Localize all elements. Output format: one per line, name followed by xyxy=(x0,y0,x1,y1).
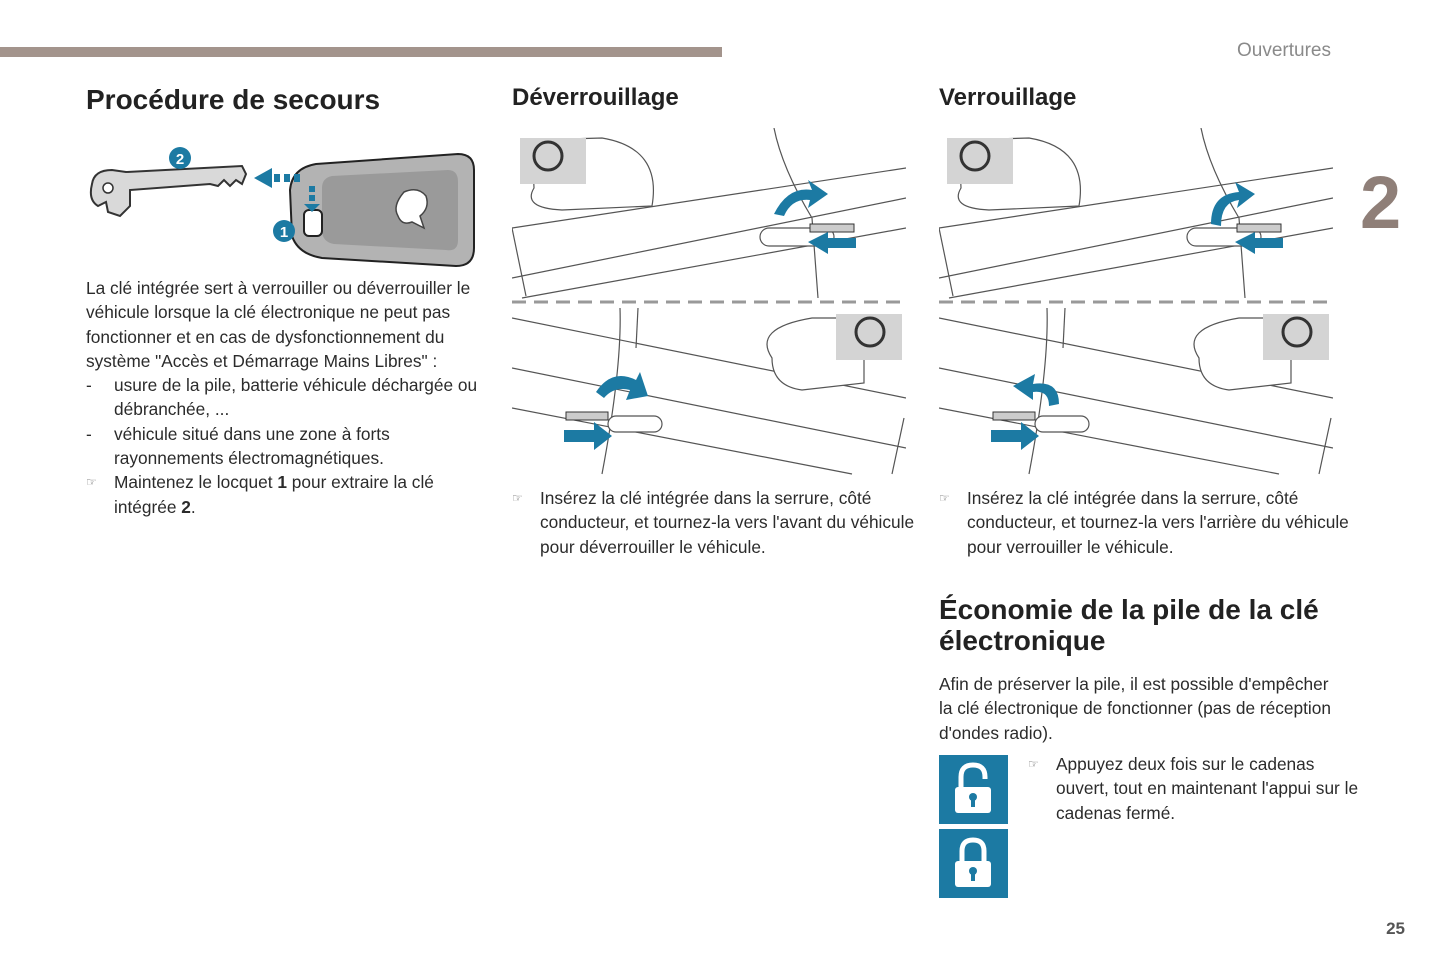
hand-pointer-icon: ☞ xyxy=(512,491,523,505)
bullet-text: usure de la pile, batterie véhicule déch… xyxy=(114,375,478,420)
badge-1: 1 xyxy=(280,224,288,241)
lock-door-illustration xyxy=(939,128,1333,475)
lock-instruction: ☞ Insérez la clé intégrée dans la serrur… xyxy=(939,486,1361,559)
page-number: 25 xyxy=(1386,919,1405,938)
section-name: Ouvertures xyxy=(1237,40,1331,61)
unlock-step-text: Insérez la clé intégrée dans la serrure,… xyxy=(540,488,915,557)
battery-saving-title: Économie de la pile de la clé électroniq… xyxy=(939,594,1319,656)
procedure-body: La clé intégrée sert à verrouiller ou dé… xyxy=(86,276,486,519)
battery-saving-intro: Afin de préserver la pile, il est possib… xyxy=(939,674,1331,743)
instruction-step: ☞ Maintenez le locquet 1 pour extraire l… xyxy=(86,470,486,519)
unlock-title: Déverrouillage xyxy=(512,84,679,111)
list-item: - usure de la pile, batterie véhicule dé… xyxy=(86,373,486,422)
step-ref-1: 1 xyxy=(277,472,287,493)
bullet-text: véhicule situé dans une zone à forts ray… xyxy=(114,423,390,469)
procedure-title: Procédure de secours xyxy=(86,84,381,115)
top-rule xyxy=(0,47,722,57)
step-text: . xyxy=(190,496,196,517)
dash-marker: - xyxy=(86,423,92,444)
unlock-door-illustration xyxy=(512,128,906,475)
step-text: Maintenez le locquet xyxy=(114,472,278,493)
step-text: pour extraire la clé intégrée xyxy=(114,472,434,517)
lock-title: Verrouillage xyxy=(939,84,1077,111)
hand-pointer-icon: ☞ xyxy=(1028,757,1039,771)
chapter-number: 2 xyxy=(1360,161,1402,244)
dash-marker: - xyxy=(86,375,92,396)
key-fob-illustration: 2 1 xyxy=(89,147,475,268)
padlock-open-icon xyxy=(955,762,991,813)
hand-pointer-icon: ☞ xyxy=(86,475,97,490)
badge-2: 2 xyxy=(176,151,184,168)
battery-saving-step-text: Appuyez deux fois sur le cadenas ouvert,… xyxy=(1056,754,1359,823)
list-item: - véhicule situé dans une zone à forts r… xyxy=(86,422,486,471)
procedure-intro: La clé intégrée sert à verrouiller ou dé… xyxy=(86,278,471,371)
unlock-instruction: ☞ Insérez la clé intégrée dans la serrur… xyxy=(512,486,934,559)
battery-saving-instruction: ☞ Appuyez deux fois sur le cadenas ouver… xyxy=(1028,752,1366,825)
padlock-closed-icon xyxy=(955,837,991,887)
padlock-closed-button[interactable] xyxy=(939,829,1008,898)
padlock-open-button[interactable] xyxy=(939,755,1008,824)
hand-pointer-icon: ☞ xyxy=(939,491,950,505)
lock-step-text: Insérez la clé intégrée dans la serrure,… xyxy=(967,488,1349,557)
step-ref-2: 2 xyxy=(181,496,191,517)
